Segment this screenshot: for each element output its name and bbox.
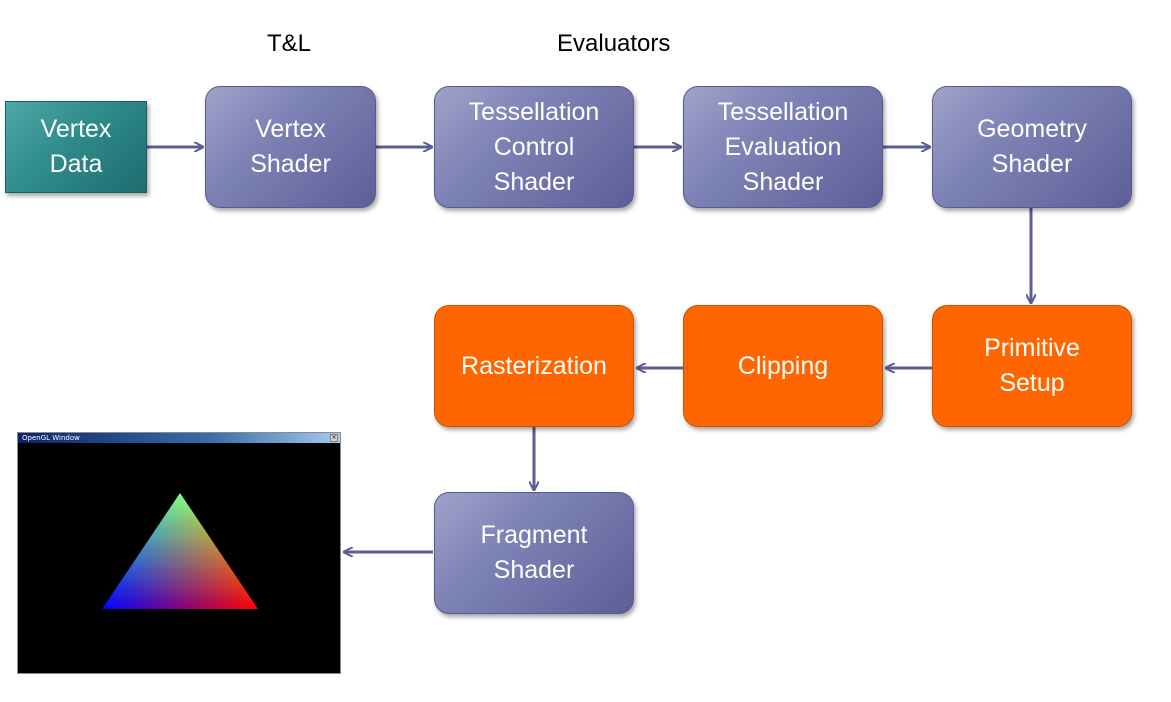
primitive-setup-box: Primitive Setup — [932, 305, 1132, 427]
vertex-data-box: Vertex Data — [5, 101, 147, 193]
opengl-window: OpenGL Window × — [17, 432, 341, 674]
vertex-shader-box: Vertex Shader — [205, 86, 376, 208]
evaluators-heading: Evaluators — [557, 30, 671, 57]
rendered-triangle-canvas — [102, 493, 258, 609]
window-title: OpenGL Window — [22, 434, 80, 442]
rgb-triangle — [102, 493, 258, 609]
window-close-button[interactable]: × — [330, 434, 338, 442]
fragment-shader-box: Fragment Shader — [434, 492, 634, 614]
window-titlebar: OpenGL Window × — [18, 433, 340, 443]
geometry-shader-box: Geometry Shader — [932, 86, 1132, 208]
rasterization-box: Rasterization — [434, 305, 634, 427]
tessellation-evaluation-shader-box: Tessellation Evaluation Shader — [683, 86, 883, 208]
tessellation-control-shader-box: Tessellation Control Shader — [434, 86, 634, 208]
clipping-box: Clipping — [683, 305, 883, 427]
tl-heading: T&L — [267, 30, 312, 57]
